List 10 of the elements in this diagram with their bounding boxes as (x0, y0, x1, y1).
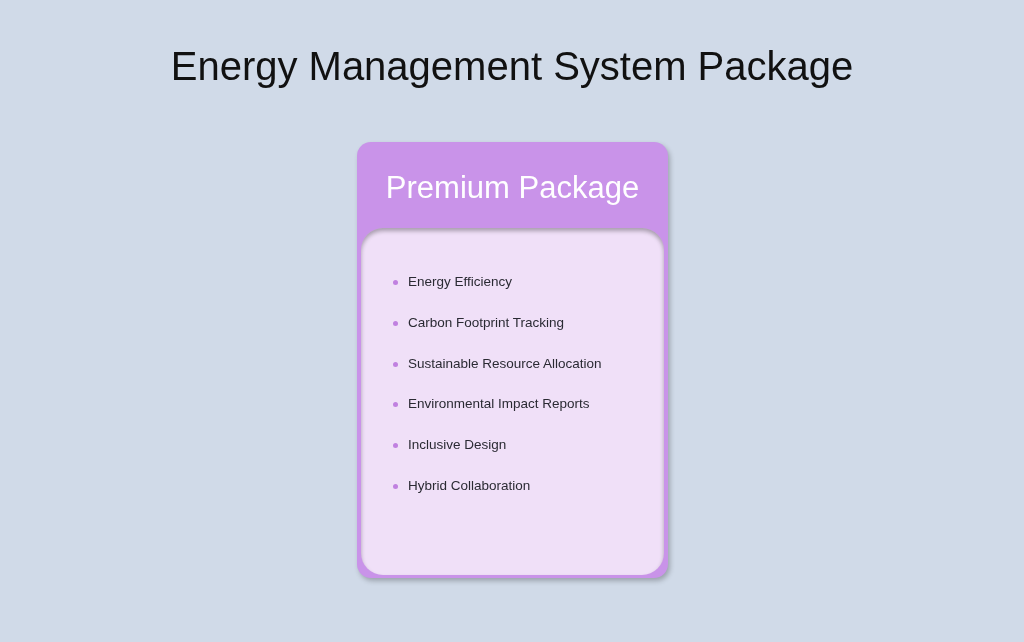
feature-item: Environmental Impact Reports (408, 396, 590, 412)
card-heading: Premium Package (384, 170, 641, 206)
feature-item: Inclusive Design (408, 437, 507, 453)
feature-item: Hybrid Collaboration (408, 478, 531, 493)
package-card (357, 142, 668, 578)
feature-panel (361, 228, 664, 575)
page-title: Energy Management System Package (169, 44, 855, 89)
feature-item: Energy Efficiency (408, 274, 513, 289)
feature-item: Sustainable Resource Allocation (408, 355, 602, 371)
feature-item: Carbon Footprint Tracking (408, 314, 565, 330)
